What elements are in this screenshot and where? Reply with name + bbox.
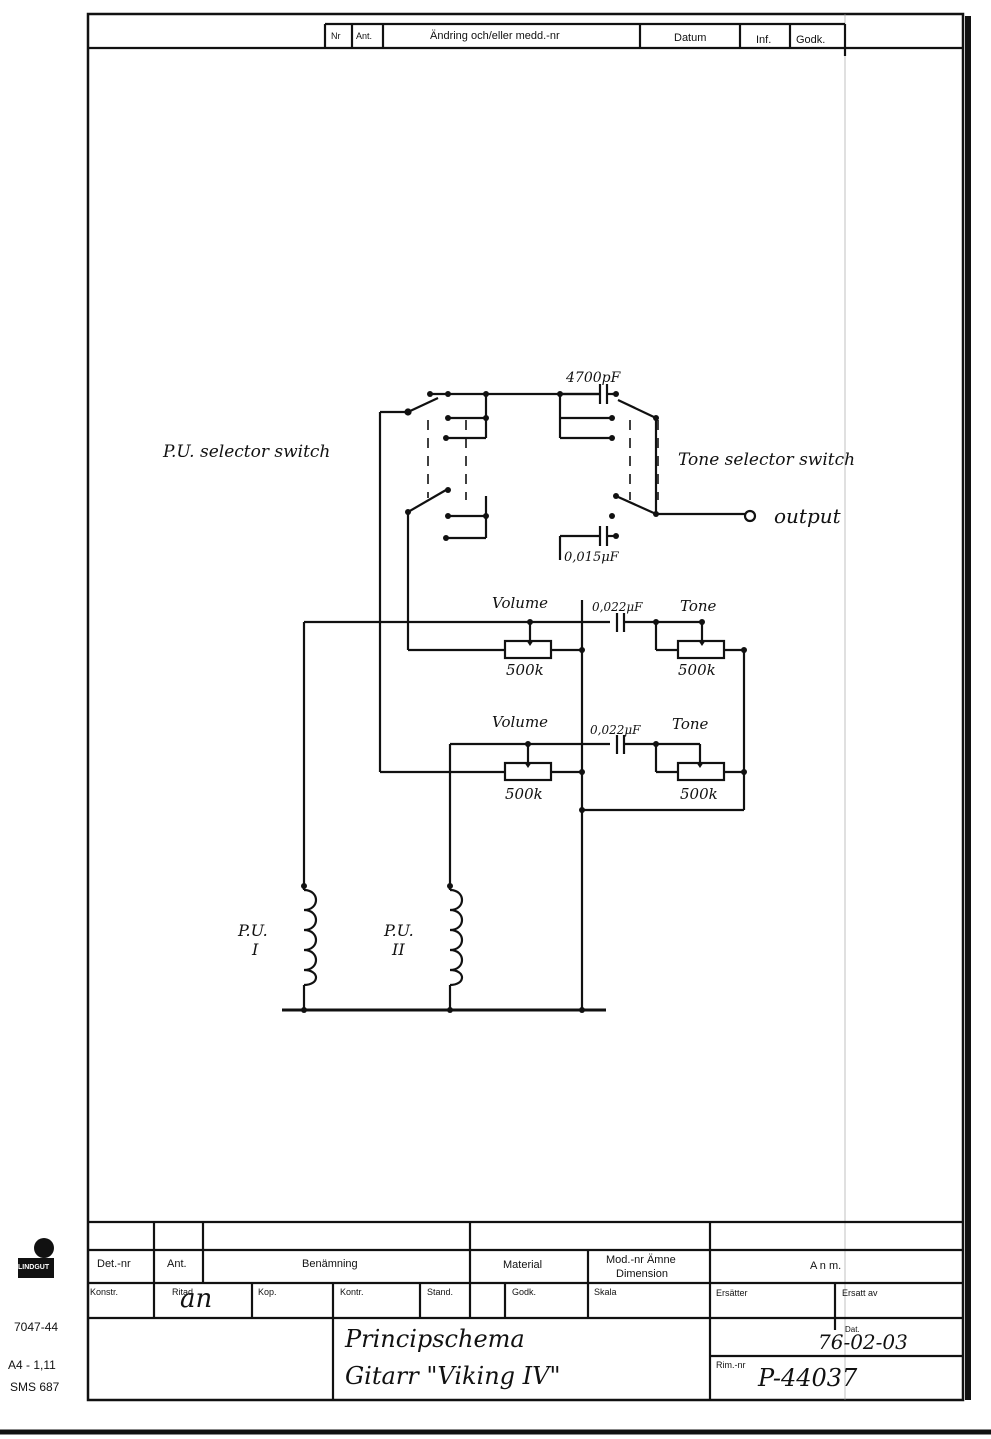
tb-det-nr: Det.-nr: [97, 1258, 131, 1270]
volume-2-value: 500k: [505, 785, 543, 803]
tb-konstr: Konstr.: [90, 1287, 119, 1297]
tone-selector-switch-label: Tone selector switch: [678, 450, 856, 470]
tb-kop: Kop.: [258, 1287, 277, 1297]
tb-ant: Ant.: [167, 1258, 187, 1270]
standard-number: SMS 687: [10, 1380, 60, 1394]
tb-skala: Skala: [594, 1287, 617, 1297]
cap-4700pf-label: 4700pF: [566, 370, 621, 386]
output-label: output: [774, 504, 841, 528]
pickup-2-number: II: [392, 940, 405, 959]
tb-ersatt-av: Ersatt av: [842, 1288, 878, 1298]
tb-date-value: 76-02-03: [818, 1330, 908, 1354]
tb-dimension: Dimension: [616, 1268, 668, 1280]
drawing-frame: [86, 12, 965, 1402]
tb-material: Material: [503, 1259, 543, 1271]
pickup-2-label: P.U.: [384, 921, 414, 940]
paper-size: A4 - 1,11: [8, 1358, 56, 1372]
pickup-1-number: I: [252, 940, 259, 959]
tb-rim-nr: Rim.-nr: [716, 1360, 746, 1370]
tb-ersatter: Ersätter: [716, 1288, 748, 1298]
tb-signature: an: [180, 1284, 213, 1314]
logo-text: LINDGUT: [18, 1264, 50, 1271]
volume-1-value: 500k: [506, 661, 544, 679]
tb-dat: Dat.: [845, 1325, 860, 1334]
volume-1-label: Volume: [492, 594, 549, 612]
tb-title-line-2: Gitarr "Viking IV": [345, 1362, 561, 1390]
tb-godk: Godk.: [512, 1287, 537, 1297]
volume-2-label: Volume: [492, 713, 549, 731]
pu-selector-switch-label: P.U. selector switch: [163, 442, 331, 462]
tone-2-label: Tone: [672, 715, 709, 733]
pickup-1-label: P.U.: [238, 921, 268, 940]
lindgut-logo: [18, 1238, 54, 1278]
rev-change-header: Ändring och/eller medd.-nr: [430, 30, 560, 42]
tone-2-value: 500k: [680, 785, 718, 803]
rev-ant-header: Ant.: [356, 31, 373, 41]
tb-kontr: Kontr.: [340, 1287, 364, 1297]
rev-godk-header: Godk.: [796, 34, 826, 46]
tb-drawing-number: P-44037: [758, 1364, 858, 1392]
tb-benamning: Benämning: [302, 1258, 358, 1270]
cap-2-label: 0,022μF: [590, 723, 641, 737]
tone-1-label: Tone: [680, 597, 717, 615]
cap-1-label: 0,022μF: [592, 600, 643, 614]
tb-ritad: Ritad: [172, 1287, 194, 1297]
tb-mod-nr: Mod.-nr Ämne: [606, 1254, 676, 1266]
cap-0015uf-label: 0,015μF: [564, 550, 619, 565]
rev-inf-header: Inf.: [756, 34, 772, 46]
rev-nr-header: Nr: [331, 31, 341, 41]
rev-date-header: Datum: [674, 32, 707, 44]
tb-title-line-1: Principschema: [345, 1325, 525, 1353]
form-number: 7047-44: [14, 1320, 59, 1334]
tb-anm: A n m.: [810, 1260, 842, 1272]
tb-stand: Stand.: [427, 1287, 454, 1297]
tone-1-value: 500k: [678, 661, 716, 679]
